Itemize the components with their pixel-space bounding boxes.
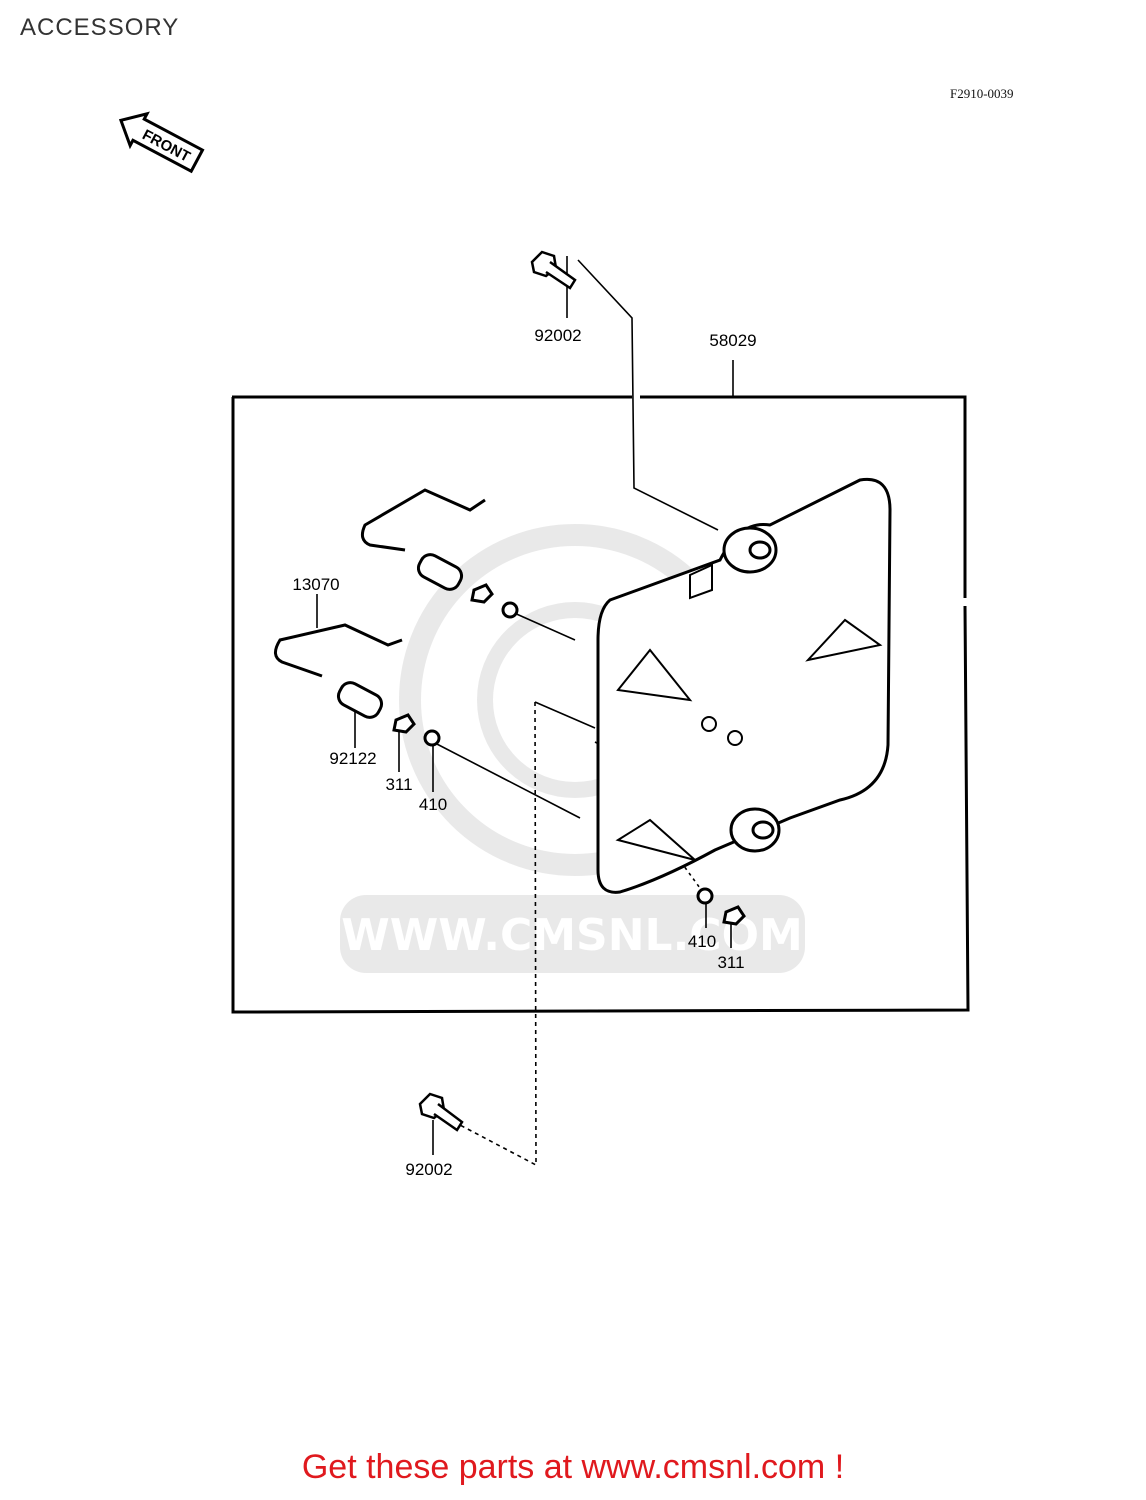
collar-lower: [336, 681, 384, 719]
front-arrow-icon: FRONT: [118, 111, 205, 174]
part-label: 58029: [709, 331, 756, 350]
part-label: 92122: [329, 749, 376, 768]
part-label: 410: [419, 795, 447, 814]
part-label: 311: [385, 775, 412, 794]
nut-icon: [392, 583, 746, 926]
figure-code: F2910-0039: [950, 86, 1014, 101]
u-bolt-lower: [274, 623, 403, 678]
parts-diagram: WWW.CMSNL.COM FRONT: [118, 111, 970, 1179]
part-label: 13070: [292, 575, 339, 594]
part-label: 410: [688, 932, 716, 951]
part-label: 311: [717, 953, 744, 972]
assembly-box: [231, 395, 970, 1014]
u-bolt-upper: [360, 488, 486, 552]
carrier-plate: [596, 477, 892, 894]
part-label: 92002: [405, 1160, 452, 1179]
collar-upper: [416, 553, 464, 591]
cta-link[interactable]: Get these parts at www.cmsnl.com !: [301, 1448, 845, 1486]
bolt-icon-top: [530, 250, 577, 290]
page-title: ACCESSORY: [20, 14, 180, 41]
part-label: 92002: [534, 326, 581, 345]
bolt-icon-bottom: [418, 1092, 464, 1132]
